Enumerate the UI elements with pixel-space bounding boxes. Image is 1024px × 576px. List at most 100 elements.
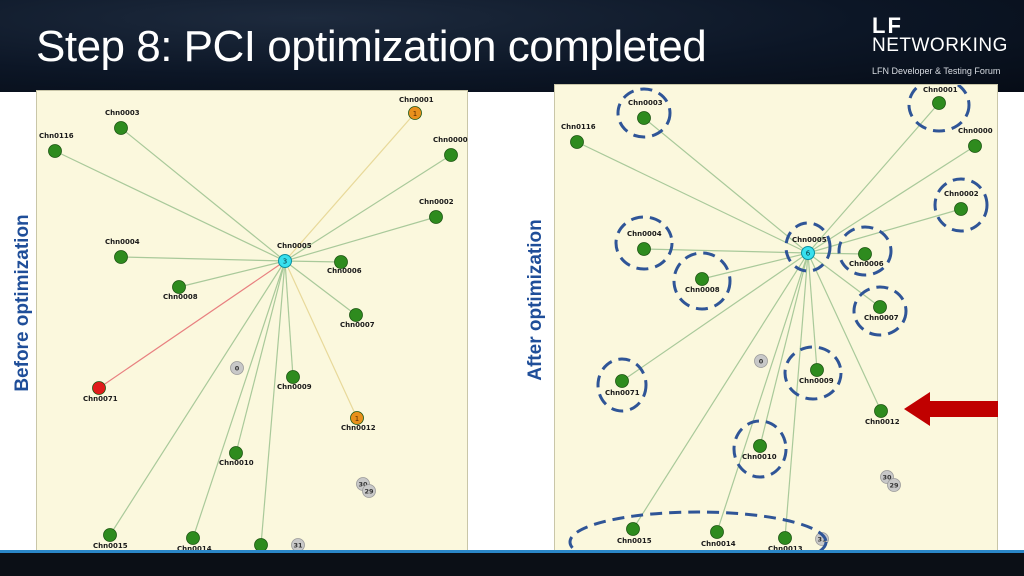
after-node-chn0015[interactable]: Chn0015 (617, 522, 652, 546)
before-edge-chn0014 (192, 260, 286, 539)
before-node-chn0006[interactable]: Chn0006 (327, 255, 362, 276)
before-node-chn0015[interactable]: Chn0015 (93, 528, 128, 551)
before-node-chn0071[interactable]: Chn0071 (83, 381, 118, 404)
after-highlight-ring (837, 225, 893, 277)
after-node-label: Chn0000 (958, 127, 993, 135)
after-node-dot (626, 522, 640, 536)
after-isolated-node-0[interactable]: 0 (754, 354, 768, 368)
before-node-dot (350, 411, 364, 425)
before-node-dot (172, 280, 186, 294)
before-node-chn0004[interactable]: Chn0004 (105, 238, 140, 264)
after-highlight-rings (568, 77, 989, 574)
before-node-label: Chn0001 (399, 96, 434, 104)
after-node-chn0000[interactable]: Chn0000 (958, 127, 993, 153)
before-isolated-node-0[interactable]: 0 (230, 361, 244, 375)
before-edge-chn0003 (120, 127, 286, 262)
before-isolated-node-29[interactable]: 29 (362, 484, 376, 498)
after-highlight-ring (852, 285, 908, 337)
after-node-chn0004[interactable]: Chn0004 (627, 230, 662, 256)
after-node-chn0002[interactable]: Chn0002 (944, 190, 979, 216)
after-node-chn0116[interactable]: Chn0116 (561, 123, 596, 149)
after-node-label: Chn0002 (944, 190, 979, 198)
after-isolated-node-29[interactable]: 29 (887, 478, 901, 492)
after-highlight-ring (672, 251, 732, 311)
before-node-label: Chn0008 (163, 293, 198, 301)
after-node-label: Chn0007 (864, 314, 899, 322)
after-node-chn0071[interactable]: Chn0071 (605, 374, 640, 398)
header-bar: Step 8: PCI optimization completed LF NE… (0, 0, 1024, 92)
after-node-chn0014[interactable]: Chn0014 (701, 525, 736, 549)
after-center-dot (801, 246, 815, 260)
before-node-value: 1 (355, 415, 359, 423)
after-center-label: Chn0005 (792, 236, 827, 244)
before-node-chn0014[interactable]: Chn0014 (177, 531, 212, 554)
before-node-dot (349, 308, 363, 322)
page-title: Step 8: PCI optimization completed (36, 22, 707, 71)
before-node-chn0000[interactable]: Chn0000 (433, 136, 468, 162)
after-edge-chn0000 (807, 145, 976, 254)
after-node-dot (932, 96, 946, 110)
after-node-chn0009[interactable]: Chn0009 (799, 363, 834, 386)
after-isolated-value: 31 (817, 536, 827, 544)
after-highlight-ring (616, 87, 672, 139)
after-node-label: Chn0004 (627, 230, 662, 238)
before-node-label: Chn0006 (327, 267, 362, 275)
after-node-label: Chn0008 (685, 286, 720, 294)
pointer-arrow-icon (904, 392, 998, 426)
before-node-dot (444, 148, 458, 162)
after-node-chn0008[interactable]: Chn0008 (685, 272, 720, 295)
before-edge-chn0009 (284, 260, 294, 378)
after-node-label: Chn0009 (799, 377, 834, 385)
before-node-dot (114, 121, 128, 135)
after-node-chn0001[interactable]: Chn0001 (923, 86, 958, 110)
after-node-chn0007[interactable]: Chn0007 (864, 300, 899, 323)
after-node-label: Chn0012 (865, 418, 900, 426)
after-edge-chn0003 (643, 117, 809, 254)
after-node-chn0012[interactable]: Chn0012 (865, 404, 900, 427)
before-node-dot (429, 210, 443, 224)
before-node-dot (286, 370, 300, 384)
after-node-chn0013[interactable]: Chn0013 (768, 531, 803, 554)
before-node-chn0009[interactable]: Chn0009 (277, 370, 312, 392)
after-node-dot (753, 439, 767, 453)
before-node-chn0003[interactable]: Chn0003 (105, 109, 140, 135)
after-node-dot (810, 363, 824, 377)
after-node-label: Chn0071 (605, 389, 640, 397)
after-node-chn0006[interactable]: Chn0006 (849, 247, 884, 269)
after-node-dot (615, 374, 629, 388)
before-node-dot (186, 531, 200, 545)
after-node-chn0003[interactable]: Chn0003 (628, 99, 663, 125)
after-node-label: Chn0015 (617, 537, 652, 545)
after-highlight-ring (783, 345, 843, 401)
after-edge-chn0006 (807, 252, 866, 255)
before-node-chn0008[interactable]: Chn0008 (163, 280, 198, 302)
footer-bar (0, 550, 1024, 576)
after-node-chn0010[interactable]: Chn0010 (742, 439, 777, 462)
before-edge-chn0002 (284, 216, 437, 262)
before-node-label: Chn0012 (341, 424, 376, 432)
before-node-chn0010[interactable]: Chn0010 (219, 446, 254, 468)
before-node-chn0002[interactable]: Chn0002 (419, 198, 454, 224)
after-node-dot (858, 247, 872, 261)
after-edge-chn0001 (807, 102, 940, 254)
before-node-chn0007[interactable]: Chn0007 (340, 308, 375, 330)
after-edge-chn0012 (807, 252, 882, 412)
before-node-label: Chn0015 (93, 542, 128, 550)
before-center-value: 3 (283, 258, 287, 266)
after-node-label: Chn0116 (561, 123, 596, 131)
after-node-dot (570, 135, 584, 149)
before-node-dot (92, 381, 106, 395)
after-edge-chn0007 (807, 252, 881, 308)
after-node-label: Chn0003 (628, 99, 663, 107)
before-node-dot (229, 446, 243, 460)
after-isolated-value: 29 (889, 482, 899, 490)
before-node-chn0116[interactable]: Chn0116 (39, 132, 74, 158)
before-edge-chn0006 (284, 260, 342, 263)
